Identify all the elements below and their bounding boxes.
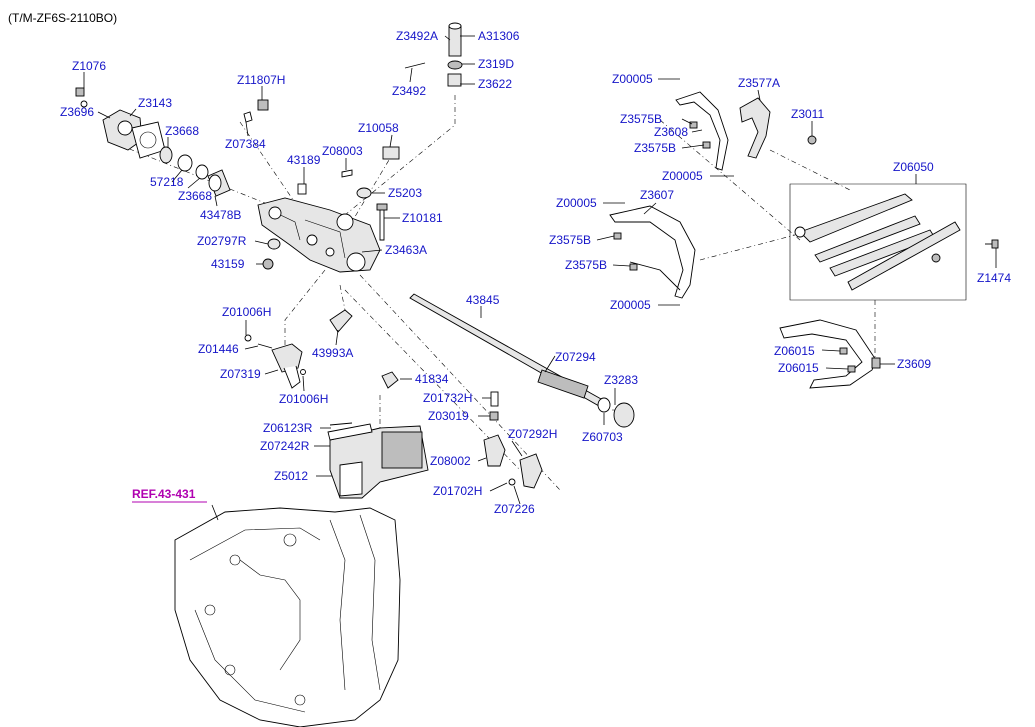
shift-fork-z3607-shape (609, 205, 696, 299)
label-z3492: Z3492 (392, 84, 426, 98)
label-z3143: Z3143 (138, 96, 172, 110)
label-z00005-2: Z00005 (662, 169, 703, 183)
label-z3492a: Z3492A (396, 29, 438, 43)
label-z07226: Z07226 (494, 502, 535, 516)
label-z3463a: Z3463A (385, 243, 427, 257)
reference-link[interactable]: REF.43-431 (132, 487, 196, 501)
leader-lines (83, 35, 997, 521)
label-z3577a: Z3577A (738, 76, 780, 90)
label-z06015-2: Z06015 (778, 361, 819, 375)
label-z07319: Z07319 (220, 367, 261, 381)
label-z3696: Z3696 (60, 105, 94, 119)
label-z5203: Z5203 (388, 186, 422, 200)
shift-fork-z3577a-shape (739, 97, 771, 159)
label-z06123r: Z06123R (263, 421, 313, 435)
label-z3011: Z3011 (791, 107, 824, 121)
label-z3608: Z3608 (654, 125, 688, 139)
cover-shape (102, 109, 166, 159)
label-z07294: Z07294 (555, 350, 596, 364)
label-z3575b-2: Z3575B (634, 141, 676, 155)
label-41834: 41834 (415, 372, 449, 386)
assembly-centerlines (106, 95, 876, 491)
shift-fork-z3608-shape (675, 91, 729, 171)
label-z3575b-1: Z3575B (620, 112, 662, 126)
label-43189: 43189 (287, 153, 321, 167)
label-z3668-lower: Z3668 (178, 189, 212, 203)
part-shapes (75, 22, 999, 727)
label-z02797r: Z02797R (197, 234, 247, 248)
label-57218: 57218 (150, 175, 184, 189)
label-z03019: Z03019 (428, 409, 469, 423)
shift-fork-z3609-shape (779, 319, 881, 389)
shift-finger-shape (271, 343, 306, 389)
bushing-shape (207, 169, 231, 197)
label-z01006h-lower: Z01006H (279, 392, 328, 406)
label-z00005-3: Z00005 (556, 196, 597, 210)
diagram-title: (T/M-ZF6S-2110BO) (8, 11, 117, 25)
label-z01006h-upper: Z01006H (222, 305, 271, 319)
shift-rod-shape (404, 22, 463, 87)
label-43993a: 43993A (312, 346, 353, 360)
transmission-housing-shape (174, 507, 401, 727)
label-z3622: Z3622 (478, 77, 512, 91)
label-z60703: Z60703 (582, 430, 623, 444)
label-z3607: Z3607 (640, 188, 674, 202)
actuator-shape (327, 423, 429, 499)
label-z1076: Z1076 (72, 59, 106, 73)
label-z3668-upper: Z3668 (165, 124, 199, 138)
label-43845: 43845 (466, 293, 500, 307)
shift-rail-assembly-shape (789, 183, 967, 301)
label-z01732h: Z01732H (423, 391, 472, 405)
label-z06015-1: Z06015 (774, 344, 815, 358)
label-43159: 43159 (211, 257, 245, 271)
label-a31306: A31306 (478, 29, 520, 43)
bolt-z1076-shape (75, 87, 88, 108)
label-43478b: 43478B (200, 208, 241, 222)
label-z10058: Z10058 (358, 121, 399, 135)
label-z3575b-4: Z3575B (565, 258, 607, 272)
label-z5012: Z5012 (274, 469, 308, 483)
label-z1474: Z1474 (977, 271, 1011, 285)
shift-housing-shape (257, 197, 381, 273)
label-z06050: Z06050 (893, 160, 934, 174)
label-z3575b-3: Z3575B (549, 233, 591, 247)
label-z3283: Z3283 (604, 373, 638, 387)
label-z11807h: Z11807H (237, 73, 285, 87)
label-z07242r: Z07242R (260, 439, 310, 453)
label-z08002: Z08002 (430, 454, 471, 468)
label-z01702h: Z01702H (433, 484, 482, 498)
label-z07384: Z07384 (225, 137, 266, 151)
label-z07292h: Z07292H (508, 427, 557, 441)
part-labels: Z1076 Z3696 Z3143 Z3668 57218 Z3668 4347… (60, 29, 1011, 516)
label-z00005-1: Z00005 (612, 72, 653, 86)
label-z08003: Z08003 (322, 144, 363, 158)
label-z00005-4: Z00005 (610, 298, 651, 312)
label-z3609: Z3609 (897, 357, 931, 371)
label-z01446: Z01446 (198, 342, 239, 356)
label-z10181: Z10181 (402, 211, 443, 225)
label-z319d: Z319D (478, 57, 514, 71)
